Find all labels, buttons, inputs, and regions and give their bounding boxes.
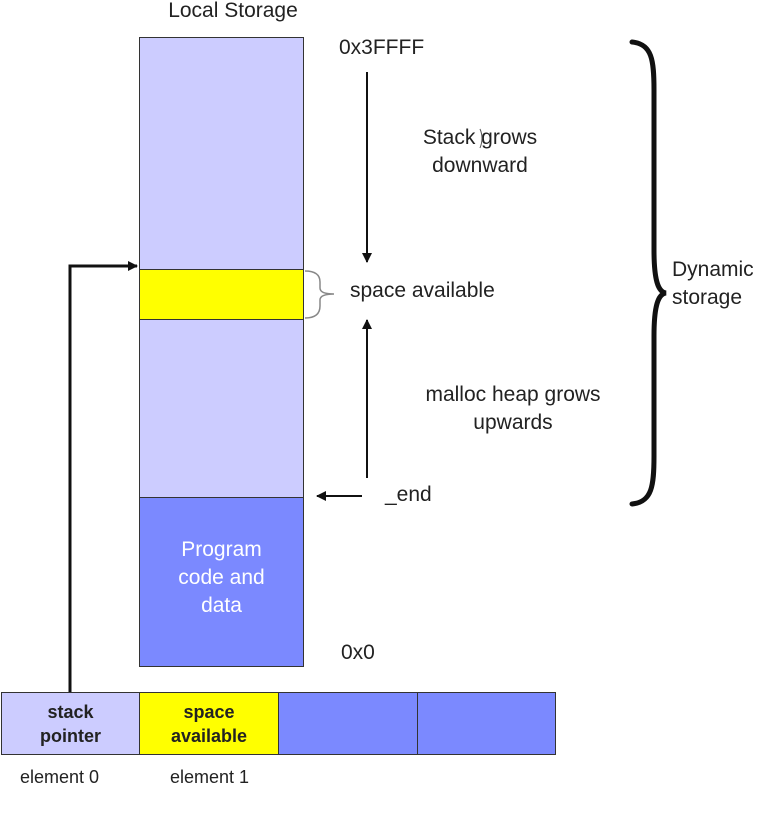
top-address-label: 0x3FFFF: [339, 36, 425, 59]
program-code-block: [139, 497, 304, 667]
register-cell-space-available: space available: [139, 692, 279, 755]
dynamic-storage-brace: [629, 39, 667, 507]
stack-label-tick: [479, 128, 483, 149]
space-available-brace: [304, 270, 335, 319]
space-available-label: space available: [350, 279, 495, 302]
dynamic-storage-label: Dynamic storage: [672, 258, 754, 309]
heap-grows-label: malloc heap grows upwards: [425, 383, 601, 434]
end-symbol-label: _end: [385, 483, 432, 506]
stack-region: [139, 37, 304, 270]
bottom-address-label: 0x0: [341, 641, 375, 664]
program-code-label: Program code and data: [178, 538, 265, 617]
stack-pointer-arrow: [68, 261, 138, 692]
register-cell-stack-pointer: stack pointer: [1, 692, 140, 755]
local-storage-title: Local Storage: [168, 0, 298, 22]
register-cell-element-3: [417, 692, 556, 755]
register-cell-element-2: [278, 692, 418, 755]
heap-region: [139, 319, 304, 498]
element-0-label: element 0: [20, 767, 100, 787]
stack-grows-label: Stack grows downward: [422, 126, 538, 177]
element-1-label: element 1: [170, 767, 250, 787]
